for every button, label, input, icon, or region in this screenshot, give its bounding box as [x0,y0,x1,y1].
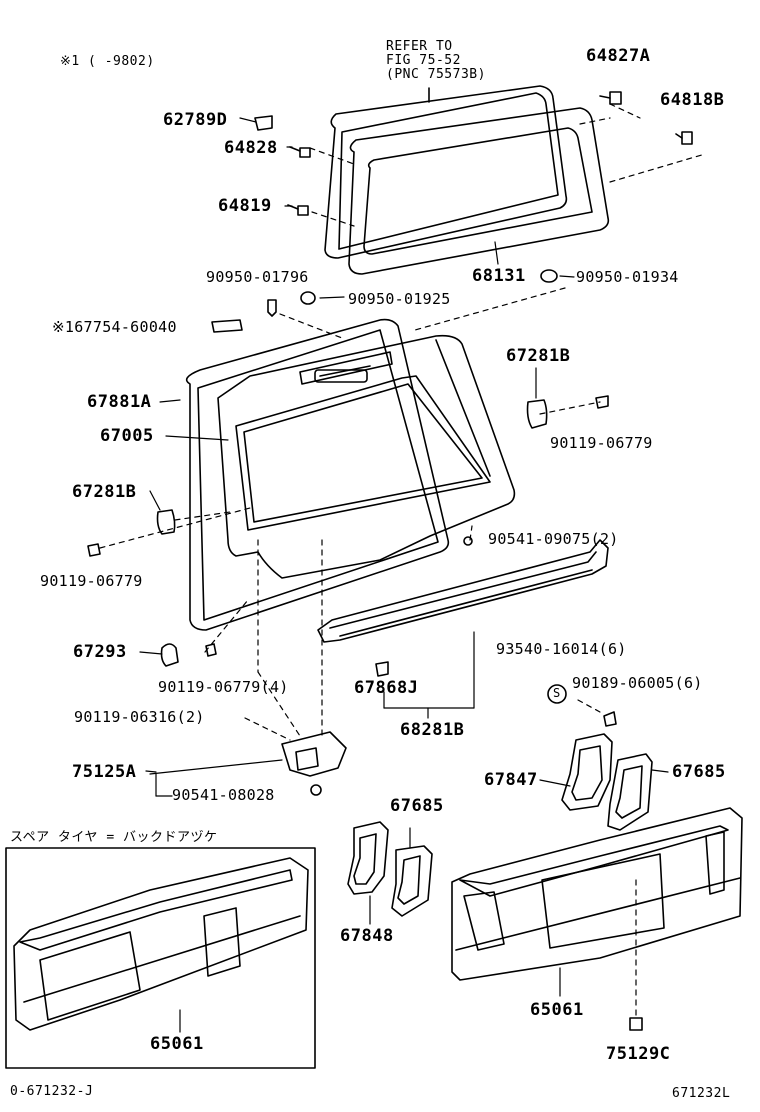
part-label-64827A: 64827A [586,46,651,66]
stay-67293-drawing [162,644,217,666]
panel-65061-right-drawing [452,808,742,980]
stop-lamp-drawing [315,370,367,382]
part-label-67754-60040: ※167754-60040 [52,318,177,336]
part-label-67847: 67847 [484,770,538,790]
inset-caption: スペア タイヤ = バックドアヅケ [10,830,218,845]
back-door-67005-drawing [218,336,514,578]
refer-note: REFER TO FIG 75-52 (PNC 75573B) [386,40,486,82]
clip-62789D-drawing [255,116,272,130]
part-label-67281B-right: 67281B [506,346,571,366]
part-label-65061-right: 65061 [530,1000,584,1020]
plug-75129C-drawing [630,1018,642,1030]
footer-right-code: 671232L [672,1086,731,1101]
footer-left-code: 0-671232-J [10,1084,94,1099]
clip-64818B-drawing [676,132,692,144]
gasket-67685-mid-drawing [392,846,432,916]
gasket-67685-right-drawing [608,754,652,830]
inset-frame [6,848,315,1068]
part-label-90119-06779-4: 90119-06779(4) [158,678,289,696]
clip-90950-01796-drawing [268,300,276,316]
part-label-64819: 64819 [218,196,272,216]
grommet-90541-drawing [464,537,472,545]
clip-90950-01925-drawing [301,292,315,304]
window-glass-68131-drawing [349,108,608,274]
door-seal-67881A-drawing [187,320,449,630]
bracket-68281B-drawing [384,632,474,718]
weatherstrip-68281B-drawing [318,540,608,642]
part-label-90119-06779-left: 90119-06779 [40,572,143,590]
hinge-67281B-left-drawing [88,510,175,556]
part-label-67005: 67005 [100,426,154,446]
part-label-75129C: 75129C [606,1044,671,1064]
refer-line-3: (PNC 75573B) [386,67,486,82]
part-label-67848: 67848 [340,926,394,946]
panel-65061-left-drawing [14,858,308,1030]
gasket-67847-drawing [562,734,612,810]
part-label-62789D: 62789D [163,110,228,130]
bracket-75125A-drawing [150,760,282,796]
part-label-90541-09075: 90541-09075(2) [488,530,619,548]
part-label-90189-06005: 90189-06005(6) [572,674,703,692]
part-label-90950-01925: 90950-01925 [348,290,451,308]
clip-64827A-drawing [600,92,621,104]
part-label-90119-06316: 90119-06316(2) [74,708,205,726]
part-label-64818B: 64818B [660,90,725,110]
label-leaders [140,118,668,1032]
part-label-68131: 68131 [472,266,526,286]
part-label-67868J: 67868J [354,678,419,698]
gasket-67848-drawing [348,822,388,894]
refer-line-1: REFER TO [386,39,453,54]
clip-90950-01934-drawing [541,270,557,282]
part-label-90541-08028: 90541-08028 [172,786,275,804]
part-label-67881A: 67881A [87,392,152,412]
part-label-90950-01796: 90950-01796 [206,268,309,286]
part-label-90119-06779-right: 90119-06779 [550,434,653,452]
part-label-67293: 67293 [73,642,127,662]
part-label-67685-mid: 67685 [390,796,444,816]
window-weatherstrip-drawing [325,86,566,258]
screw-90189-drawing [604,712,616,726]
applicability-note: ※1 ( -9802) [60,54,155,69]
part-label-90950-01934: 90950-01934 [576,268,679,286]
clip-64828-drawing [290,147,310,157]
leader-lines-top [100,104,705,1016]
part-label-64828: 64828 [224,138,278,158]
part-label-65061-left: 65061 [150,1034,204,1054]
hinge-67281B-right-drawing [528,396,609,428]
part-label-93540-16014: 93540-16014(6) [496,640,627,658]
part-label-75125A: 75125A [72,762,137,782]
lock-75125A-drawing [282,732,346,795]
part-label-67685-right: 67685 [672,762,726,782]
s-mark-circle [548,685,566,703]
part-label-68281B: 68281B [400,720,465,740]
refer-line-2: FIG 75-52 [386,53,461,68]
clip-67868J-drawing [376,662,388,676]
s-mark: S [553,686,561,700]
pad-67754-drawing [212,320,242,332]
part-label-67281B-left: 67281B [72,482,137,502]
